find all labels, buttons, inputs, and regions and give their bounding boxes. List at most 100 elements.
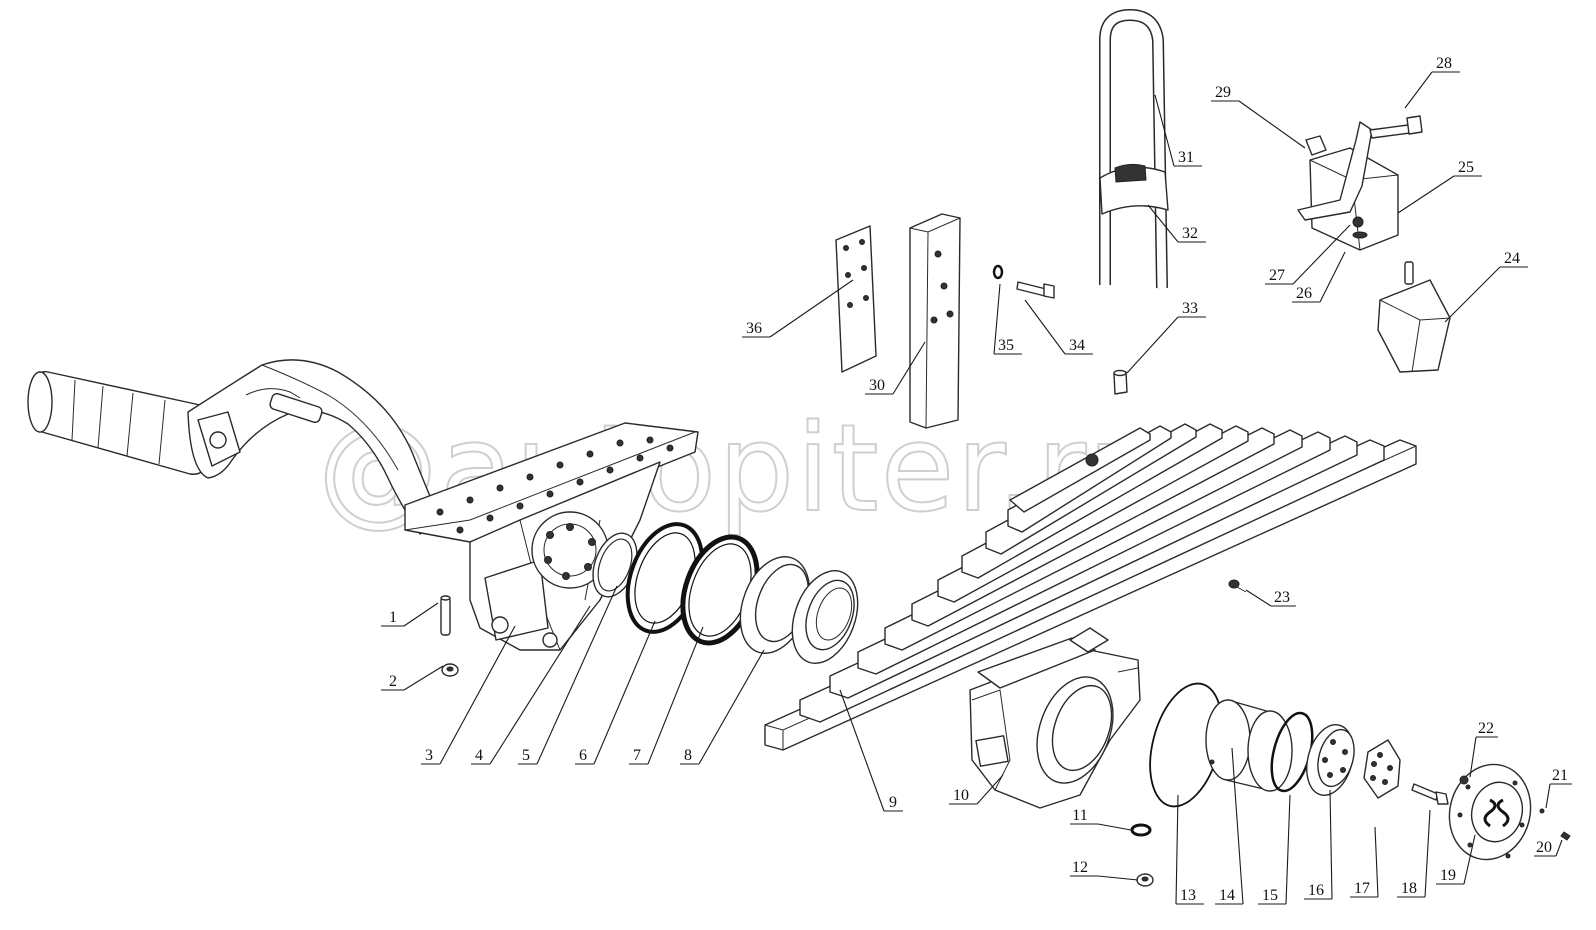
lock-washer [992, 264, 1004, 280]
shim-plate [835, 225, 877, 373]
part-number: 7 [633, 747, 641, 764]
leader-line [489, 605, 591, 765]
axle-arm [27, 359, 441, 535]
part-number: 31 [1178, 149, 1194, 166]
callout-35: 35 [993, 283, 1022, 355]
leader-line [1097, 823, 1132, 831]
part-number: 16 [1308, 882, 1324, 899]
leader-line [1231, 747, 1244, 905]
part-number: 4 [475, 747, 483, 764]
spring-bracket [404, 422, 699, 651]
part-number: 3 [425, 747, 433, 764]
callout-29: 29 [1211, 84, 1306, 149]
callout-3: 3 [421, 625, 516, 765]
callout-7: 7 [629, 626, 704, 765]
callout-8: 8 [680, 649, 765, 765]
leader-line [698, 649, 765, 765]
part-number: 24 [1504, 250, 1520, 267]
part-number: 1 [389, 609, 397, 626]
part-number: 29 [1215, 84, 1231, 101]
thrust-washer [1306, 724, 1355, 796]
rubber-mount-bracket [1297, 121, 1399, 251]
callout-15: 15 [1258, 794, 1291, 905]
callout-26: 26 [1292, 251, 1346, 303]
pin [440, 595, 451, 636]
part-number: 8 [684, 747, 692, 764]
part-number: 27 [1269, 267, 1285, 284]
callout-36: 36 [742, 279, 854, 338]
mount-bolt [1369, 115, 1423, 139]
leader-line [403, 665, 444, 691]
callout-9: 9 [839, 689, 903, 812]
callout-17: 17 [1350, 826, 1379, 898]
leader-line [769, 279, 854, 338]
part-number: 11 [1072, 807, 1087, 824]
callout-28: 28 [1404, 55, 1460, 109]
balancer-housing [969, 627, 1141, 809]
washer [1130, 823, 1152, 837]
part-number: 22 [1478, 720, 1494, 737]
plug [1459, 775, 1469, 785]
part-number: 36 [746, 320, 762, 337]
callout-32: 32 [1147, 204, 1206, 243]
leader-line [1404, 71, 1433, 109]
part-number: 9 [889, 794, 897, 811]
leader-line [839, 689, 885, 812]
part-number: 33 [1182, 300, 1198, 317]
callout-25: 25 [1397, 159, 1482, 214]
bolt [1016, 281, 1055, 299]
part-number: 23 [1274, 589, 1290, 606]
leader-line [1469, 736, 1477, 778]
leader-line [1545, 783, 1551, 809]
leader-line [1175, 794, 1179, 905]
callout-13: 13 [1175, 794, 1204, 905]
part-number: 28 [1436, 55, 1452, 72]
hub-cap [1448, 763, 1532, 861]
part-number: 10 [953, 787, 969, 804]
part-number: 5 [522, 747, 530, 764]
callout-23: 23 [1245, 589, 1296, 607]
leader-line [1329, 789, 1333, 900]
nut [441, 663, 459, 677]
part-number: 26 [1296, 285, 1312, 302]
leader-line [1097, 875, 1139, 881]
leader-line [892, 341, 926, 395]
callout-22: 22 [1469, 720, 1498, 778]
mount-nut [1305, 135, 1327, 156]
callout-27: 27 [1265, 224, 1351, 285]
callout-11: 11 [1070, 807, 1132, 831]
callout-14: 14 [1215, 747, 1244, 905]
seal-rings [592, 522, 859, 664]
part-number: 25 [1458, 159, 1474, 176]
spacer-block [909, 213, 961, 429]
bushing-sleeve [1205, 699, 1293, 792]
part-number: 14 [1219, 887, 1235, 904]
callout-31: 31 [1154, 94, 1202, 167]
leaf-spring [764, 423, 1417, 751]
hub-bolt [1411, 783, 1449, 805]
leader-line [1285, 794, 1291, 905]
callout-24: 24 [1444, 250, 1528, 323]
callout-21: 21 [1545, 767, 1572, 809]
callout-18: 18 [1397, 809, 1431, 898]
leader-line [536, 585, 618, 765]
hex-nut [1136, 873, 1154, 887]
u-bolt-nut [1113, 369, 1128, 395]
leader-line [1463, 834, 1476, 885]
part-number: 18 [1401, 880, 1417, 897]
leader-line [1444, 266, 1501, 323]
small-bolt [1228, 579, 1247, 593]
callout-4: 4 [471, 605, 591, 765]
u-bolt [1099, 8, 1169, 289]
leader-line [1238, 100, 1306, 149]
part-number: 17 [1354, 880, 1370, 897]
small-screw [1539, 808, 1571, 841]
callout-1: 1 [381, 602, 439, 627]
callout-19: 19 [1436, 834, 1476, 885]
callout-6: 6 [575, 620, 656, 765]
part-number: 2 [389, 673, 397, 690]
part-number: 30 [869, 377, 885, 394]
callout-12: 12 [1070, 859, 1139, 881]
